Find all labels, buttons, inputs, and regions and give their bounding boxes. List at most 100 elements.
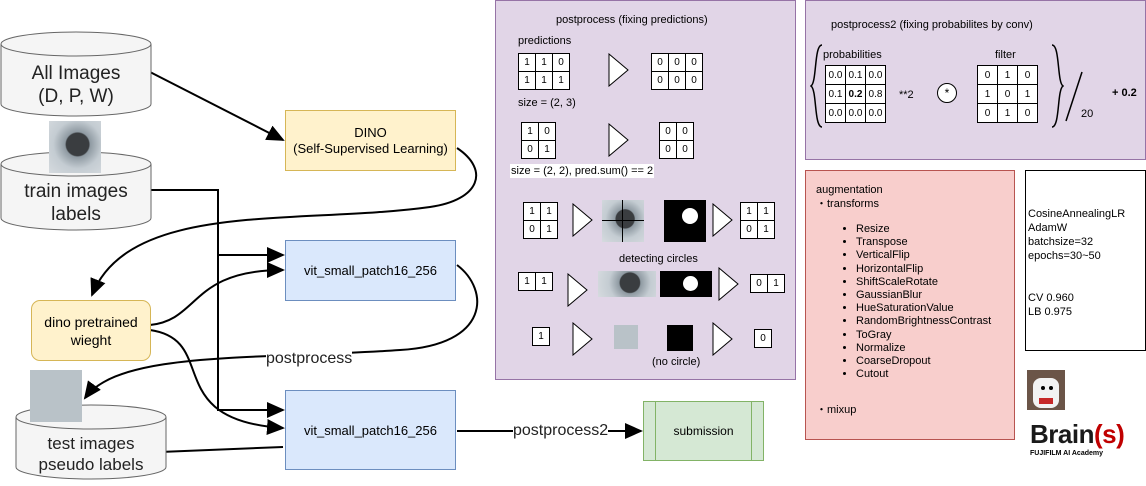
transform-item: RandomBrightnessContrast <box>856 315 991 328</box>
optimizer-label: AdamW <box>1028 222 1068 234</box>
epochs-label: epochs=30~50 <box>1028 250 1101 262</box>
transform-item: CoarseDropout <box>856 355 991 368</box>
scheduler-label: CosineAnnealingLR <box>1028 208 1126 220</box>
predictions-label: predictions <box>518 35 572 47</box>
arrow-train-to-vit <box>150 189 285 418</box>
wide-sample-image <box>598 271 656 297</box>
arrow-vit1-to-test <box>83 264 479 400</box>
all-images-label: All Images(D, P, W) <box>31 63 121 107</box>
all-images-db: All Images(D, P, W) <box>0 30 152 118</box>
submission-label: submission <box>673 424 734 438</box>
wide-mask-image <box>660 271 712 297</box>
triangle-arrow-icon <box>712 322 733 356</box>
arrow-test-to-vit2 <box>159 446 284 453</box>
transform-item: GaussianBlur <box>856 289 991 302</box>
test-sample-image <box>30 370 82 422</box>
brains-logo: Brain(s) <box>1030 419 1125 449</box>
lb-score: LB 0.975 <box>1028 306 1073 318</box>
triangle-arrow-icon <box>572 322 593 356</box>
size-label-1: size = (2, 3) <box>518 97 576 109</box>
arrow-dino-to-weight <box>90 147 478 297</box>
train-labels-label: labels <box>51 204 101 225</box>
transform-item: Resize <box>856 223 991 236</box>
right-brace-icon <box>1051 44 1064 128</box>
detecting-circles-label: detecting circles <box>619 253 698 265</box>
logo-subtitle: FUJIFILM AI Academy <box>1030 450 1103 457</box>
small-sample-image <box>614 325 638 349</box>
probabilities-label: probabilities <box>823 49 882 61</box>
submission-box[interactable]: submission <box>643 401 764 461</box>
dino-weight-box[interactable]: dino pretrained wieght <box>31 300 151 361</box>
plus-label: + 0.2 <box>1112 87 1137 99</box>
batchsize-label: batchsize=32 <box>1028 236 1094 248</box>
triangle-arrow-icon <box>712 203 733 237</box>
postprocess-panel: postprocess (fixing predictions) predict… <box>495 0 796 380</box>
left-brace-icon <box>810 44 823 128</box>
avatar <box>1027 370 1065 410</box>
postprocess2-title: postprocess2 (fixing probabilites by con… <box>831 19 1033 31</box>
triangle-arrow-icon <box>567 273 588 307</box>
vit-box-1[interactable]: vit_small_patch16_256 <box>285 240 456 301</box>
circle-mask-image <box>664 200 706 242</box>
triangle-arrow-icon <box>718 267 739 301</box>
postprocess-label: postprocess <box>266 350 353 368</box>
vit-label-2: vit_small_patch16_256 <box>304 422 437 438</box>
dino-box[interactable]: DINO (Self-Supervised Learning) <box>285 110 456 171</box>
division-slash-icon <box>1065 71 1083 122</box>
mixup-label: ・mixup <box>816 404 857 416</box>
transforms-label: ・transforms <box>816 198 879 210</box>
pred-grid-5-in: 1 <box>532 327 550 346</box>
vit-label-1: vit_small_patch16_256 <box>304 263 437 278</box>
pseudo-labels-label: pseudo labels <box>38 455 144 474</box>
cv-score: CV 0.960 <box>1028 292 1074 304</box>
augmentation-panel: augmentation ・transforms Resize Transpos… <box>805 170 1015 440</box>
training-settings-box: CosineAnnealingLR AdamW batchsize=32 epo… <box>1025 170 1146 351</box>
pred-grid-5-out: 0 <box>754 329 772 348</box>
database-icon <box>0 31 152 117</box>
transform-item: Transpose <box>856 236 991 249</box>
power-label: **2 <box>899 89 914 101</box>
dino-weight-l2: wieght <box>70 331 112 348</box>
triangle-arrow-icon <box>608 123 629 157</box>
no-circle-label: (no circle) <box>652 356 701 368</box>
triangle-arrow-icon <box>608 53 629 87</box>
divisor-label: 20 <box>1081 108 1094 120</box>
brains-logo-accent: (s) <box>1093 419 1125 449</box>
train-sample-image <box>49 121 101 173</box>
filter-label: filter <box>995 49 1016 61</box>
dino-subtitle: (Self-Supervised Learning) <box>293 140 448 156</box>
augmentation-title: augmentation <box>816 184 883 196</box>
transform-item: Cutout <box>856 368 991 381</box>
triangle-arrow-icon <box>572 203 593 237</box>
small-mask-image <box>667 325 693 351</box>
arrow-weight-to-vit2 <box>149 329 285 435</box>
train-images-label: train images <box>24 181 128 202</box>
transform-item: ShiftScaleRotate <box>856 276 991 289</box>
test-images-label: test images <box>47 434 135 453</box>
transform-item: HueSaturationValue <box>856 302 991 315</box>
transform-list: Resize Transpose VerticalFlip Horizontal… <box>834 223 991 381</box>
arrow-weight-to-vit1 <box>149 262 285 326</box>
dino-title: DINO <box>354 124 387 140</box>
arrow-all-to-dino <box>149 71 285 141</box>
dino-weight-l1: dino pretrained <box>44 313 138 330</box>
brains-logo-text: Brain(s) <box>1030 419 1125 449</box>
postprocess2-panel: postprocess2 (fixing probabilites by con… <box>805 0 1146 160</box>
size-label-2: size = (2, 2), pred.sum() == 2 <box>510 164 655 178</box>
postprocess2-label: postprocess2 <box>513 422 609 440</box>
postprocess-title: postprocess (fixing predictions) <box>556 14 708 26</box>
vit-box-2[interactable]: vit_small_patch16_256 <box>285 390 456 470</box>
crosshair-sample-image <box>602 200 644 242</box>
transform-item: HorizontalFlip <box>856 263 991 276</box>
transform-item: Normalize <box>856 342 991 355</box>
